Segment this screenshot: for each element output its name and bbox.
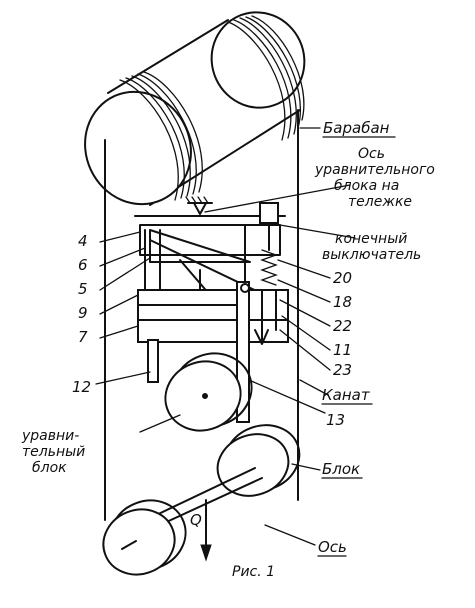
drum-windings-left — [119, 71, 203, 201]
lower-pulley — [216, 424, 301, 497]
num-4: 4 — [78, 232, 88, 250]
label-axis-line2: уравнительного — [314, 162, 435, 178]
num-11: 11 — [333, 341, 352, 359]
equalizing-pulley — [164, 352, 253, 432]
num-18: 18 — [333, 293, 352, 311]
num-22: 22 — [333, 317, 352, 335]
num-12: 12 — [72, 378, 91, 396]
bottom-pulley — [102, 467, 263, 576]
label-equalizing-line1: уравни- — [21, 428, 79, 444]
load-arrow — [200, 499, 212, 562]
num-6: 6 — [78, 256, 88, 274]
label-block: Блок — [322, 460, 360, 478]
limit-switch — [254, 202, 283, 345]
label-equalizing-line3: блок — [32, 460, 67, 476]
num-9: 9 — [78, 304, 88, 322]
drum — [84, 11, 306, 206]
figure-caption: Рис. 1 — [232, 564, 275, 580]
label-load: Q — [190, 511, 202, 529]
label-limit-line1: конечный — [335, 231, 407, 247]
label-drum: Барабан — [323, 119, 390, 137]
num-23: 23 — [333, 361, 352, 379]
label-axis-line1: Ось — [358, 146, 385, 162]
label-equalizing-line2: тельный — [22, 444, 85, 460]
num-7: 7 — [78, 328, 88, 346]
num-13: 13 — [326, 411, 345, 429]
leader-lines — [95, 127, 356, 546]
num-20: 20 — [333, 269, 352, 287]
rope-lines — [104, 109, 299, 521]
label-limit-line2: выключатель — [322, 247, 421, 263]
label-axle: Ось — [318, 538, 347, 556]
label-axis-line4: тележке — [348, 194, 412, 210]
label-axis-line3: блока на — [334, 178, 399, 194]
num-5: 5 — [78, 280, 88, 298]
drum-windings-right — [227, 15, 305, 141]
label-rope: Канат — [322, 386, 371, 404]
